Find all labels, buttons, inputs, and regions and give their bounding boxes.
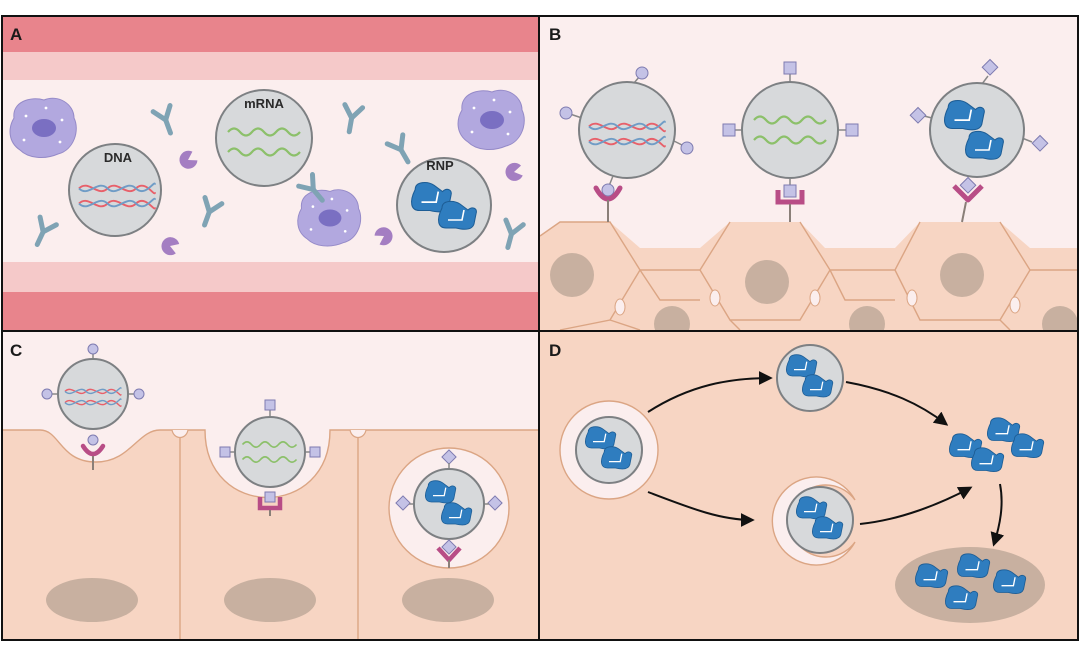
nucleus — [745, 260, 789, 304]
mrna-particle-targeted — [722, 61, 859, 222]
nucleus — [224, 578, 316, 622]
arrow-escape — [647, 371, 773, 413]
vessel-inner-top — [2, 52, 538, 80]
target-nucleus — [895, 547, 1045, 623]
nucleus — [940, 253, 984, 297]
mrna-particle-endocytosis — [219, 399, 321, 516]
panel-d-label: D — [549, 341, 561, 360]
panel-b-label: B — [549, 25, 561, 44]
nucleus — [550, 253, 594, 297]
rnp-particle: RNP — [396, 157, 492, 253]
macrophage — [457, 89, 525, 150]
vessel-wall-bottom — [2, 292, 538, 330]
panel-borders — [1, 15, 1079, 641]
panel-c-label: C — [10, 341, 22, 360]
panel-a-label: A — [10, 25, 22, 44]
panel-a: DNA mRNA RNP A — [2, 16, 538, 330]
panel-b: B — [539, 16, 1078, 342]
tissue-layer — [540, 222, 1078, 330]
vessel-inner-bottom — [2, 262, 538, 292]
nucleus — [402, 578, 494, 622]
arrow-nuclear-entry — [990, 483, 1005, 547]
panel-c: C — [2, 332, 1000, 640]
vessel-wall-top — [2, 16, 538, 52]
nucleus — [46, 578, 138, 622]
endosome — [559, 400, 659, 500]
dna-particle-binding — [41, 343, 145, 470]
macrophage — [9, 97, 77, 158]
rnp-particle-targeted — [909, 58, 1049, 223]
dna-particle: DNA — [68, 143, 162, 237]
panel-d: D — [540, 332, 1078, 640]
arrow-to-cytosol-top — [845, 381, 949, 426]
arrow-to-cytosol-bottom — [859, 486, 973, 525]
arrow-rupture — [647, 491, 755, 527]
mrna-particle: mRNA — [215, 89, 313, 187]
dna-label: DNA — [104, 150, 133, 165]
dna-particle-targeted — [559, 66, 694, 222]
ruptured-endosome — [771, 476, 856, 566]
rnp-endosome — [388, 447, 510, 569]
macrophage — [297, 189, 362, 247]
mrna-label: mRNA — [244, 96, 284, 111]
escaped-particle — [776, 344, 844, 412]
rnp-label: RNP — [426, 158, 454, 173]
